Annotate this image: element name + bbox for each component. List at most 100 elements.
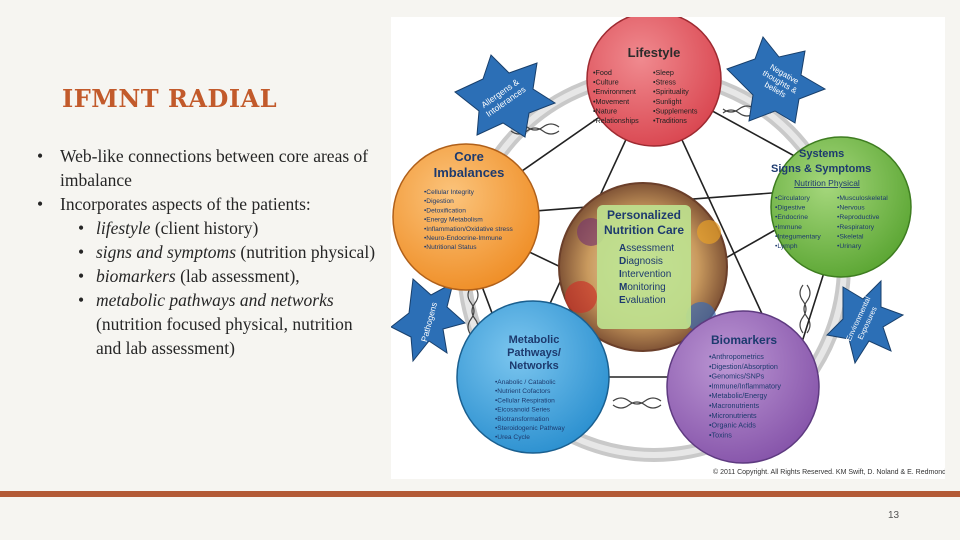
- diagram-list-item: •Musculoskeletal: [837, 195, 888, 202]
- diagram-list-item: •Skeletal: [837, 233, 864, 240]
- dna-icon: [803, 284, 811, 334]
- sub-bullet-item: metabolic pathways and networks (nutriti…: [60, 288, 379, 360]
- core-circle: Core Imbalances •Cellular Integrity•Dige…: [392, 143, 540, 291]
- burst-shape: [825, 279, 905, 365]
- metabolic-title: Pathways/: [507, 347, 561, 359]
- center-step: Diagnosis: [619, 256, 663, 267]
- sub-bullet-item: biomarkers (lab assessment),: [60, 264, 379, 288]
- diagram-list-item: •Circulatory: [775, 195, 810, 202]
- sub-bullet-item: lifestyle (client history): [60, 216, 379, 240]
- burst-shape: [454, 54, 557, 138]
- sub-bullet-detail: (nutrition focused physical, nutrition a…: [96, 314, 353, 358]
- lifestyle-list-right: •Sleep•Stress•Spirituality•Sunlight•Supp…: [653, 68, 698, 125]
- biomarkers-circle: Biomarkers •Anthropometrics•Digestion/Ab…: [666, 310, 820, 464]
- diagram-list-item: •Food: [593, 68, 612, 77]
- diagram-list-item: •Integumentary: [775, 233, 821, 240]
- diagram-list-item: •Toxins: [709, 430, 732, 439]
- diagram-svg: Allergens & Intolerances Negative though…: [391, 17, 945, 476]
- diagram-list-item: •Movement: [593, 97, 629, 106]
- burst-pathogens: Pathogens: [391, 277, 467, 363]
- diagram-list-item: •Micronutrients: [709, 411, 757, 420]
- sub-bullet-term: signs and symptoms: [96, 242, 237, 262]
- diagram-list-item: •Supplements: [653, 106, 698, 115]
- biomarkers-title: Biomarkers: [711, 333, 777, 347]
- burst-environmental: Environmental Exposures: [825, 279, 905, 365]
- systems-node: [770, 136, 912, 278]
- dna-icon: [799, 284, 807, 334]
- systems-subtitle: Nutrition Physical: [794, 178, 860, 188]
- diagram-list-item: •Digestive: [775, 205, 806, 212]
- bullet-text: Incorporates aspects of the patients:: [60, 194, 311, 214]
- diagram-list-item: •Environment: [593, 87, 636, 96]
- bullet-text: Web-like connections between core areas …: [60, 146, 369, 190]
- burst-negative-thoughts: Negative thoughts & beliefs: [726, 35, 827, 124]
- metabolic-title: Metabolic: [509, 334, 560, 346]
- sub-bullet-detail: (client history): [150, 218, 259, 238]
- diagram-list-item: •Cellular Integrity: [424, 189, 475, 196]
- diagram-list-item: •Endocrine: [775, 214, 808, 221]
- slide-title: IFMNT RADIAL: [62, 84, 278, 113]
- bullet-item: Web-like connections between core areas …: [34, 144, 379, 192]
- center-panel: [597, 205, 691, 329]
- center-title: Nutrition Care: [604, 223, 684, 237]
- diagram-list-item: •Traditions: [653, 116, 687, 125]
- dna-icon: [510, 127, 560, 135]
- diagram-list-item: •Spirituality: [653, 87, 689, 96]
- diagram-list-item: •Culture: [593, 78, 619, 87]
- diagram-list-item: •Eicosanoid Series: [495, 407, 551, 414]
- diagram-list-item: •Nutritional Status: [424, 244, 477, 251]
- diagram-list-item: •Inflammation/Oxidative stress: [424, 226, 513, 233]
- metabolic-title: Networks: [509, 360, 559, 372]
- center-step: Intervention: [619, 269, 671, 280]
- diagram-list-item: •Immune: [775, 224, 802, 231]
- systems-list-right: •Musculoskeletal•Nervous•Reproductive•Re…: [837, 195, 888, 250]
- lifestyle-node: [586, 17, 722, 147]
- dna-icon: [612, 397, 662, 405]
- diagram-list-item: •Neuro-Endocrine-Immune: [424, 235, 503, 242]
- diagram-list-item: •Reproductive: [837, 214, 880, 221]
- center-title: Personalized: [607, 208, 681, 222]
- burst-allergens: Allergens & Intolerances: [454, 54, 557, 138]
- sub-bullet-term: biomarkers: [96, 266, 176, 286]
- sub-bullet-detail: (lab assessment),: [175, 266, 300, 286]
- diagram-list-item: •Urinary: [837, 243, 862, 250]
- sub-bullet-list: lifestyle (client history) signs and sym…: [60, 216, 379, 360]
- center-personalized-care: Personalized Nutrition Care AssessmentDi…: [558, 182, 728, 352]
- lifestyle-list-left: •Food•Culture•Environment•Movement•Natur…: [593, 68, 639, 125]
- metabolic-list: •Anabolic / Catabolic•Nutrient Cofactors…: [495, 379, 565, 441]
- food-decoration: [565, 281, 597, 313]
- metabolic-node: [456, 300, 610, 454]
- diagram-list-item: •Steroidogenic Pathway: [495, 425, 565, 432]
- diagram-list-item: •Anthropometrics: [709, 352, 764, 361]
- diagram-list-item: •Stress: [653, 78, 676, 87]
- center-step: Evaluation: [619, 295, 666, 306]
- diagram-list-item: •Detoxification: [424, 207, 466, 214]
- diagram-list-item: •Macronutrients: [709, 401, 759, 410]
- bottom-accent-bar: [0, 491, 960, 497]
- ifmnt-radial-diagram: Allergens & Intolerances Negative though…: [391, 17, 945, 479]
- diagram-list-item: •Urea Cycle: [495, 434, 530, 441]
- copyright-notice: © 2011 Copyright. All Rights Reserved. K…: [713, 468, 945, 476]
- systems-circle: Systems Signs & Symptoms Nutrition Physi…: [770, 136, 912, 278]
- center-steps: AssessmentDiagnosisInterventionMonitorin…: [619, 243, 674, 306]
- food-decoration: [697, 220, 721, 244]
- center-step: Assessment: [619, 243, 674, 254]
- diagram-list-item: •Digestion: [424, 198, 454, 205]
- diagram-list-item: •Digestion/Absorption: [709, 362, 778, 371]
- metabolic-circle: Metabolic Pathways/ Networks •Anabolic /…: [456, 300, 610, 454]
- bullet-list: Web-like connections between core areas …: [34, 144, 379, 360]
- burst-shape: [726, 35, 827, 124]
- lifestyle-title: Lifestyle: [628, 45, 681, 60]
- sub-bullet-term: lifestyle: [96, 218, 151, 238]
- lifestyle-circle: Lifestyle •Food•Culture•Environment•Move…: [586, 17, 722, 147]
- diagram-list-item: •Sleep: [653, 68, 674, 77]
- sub-bullet-term: metabolic pathways and networks: [96, 290, 334, 310]
- diagram-list-item: •Organic Acids: [709, 421, 756, 430]
- diagram-list-item: •Lymph: [775, 243, 798, 250]
- diagram-list-item: •Genomics/SNPs: [709, 372, 765, 381]
- dna-icon: [612, 401, 662, 409]
- sub-bullet-detail: (nutrition physical): [236, 242, 376, 262]
- core-title: Core: [454, 149, 484, 164]
- diagram-list-item: •Metabolic/Energy: [709, 391, 767, 400]
- diagram-list-item: •Anabolic / Catabolic: [495, 379, 556, 386]
